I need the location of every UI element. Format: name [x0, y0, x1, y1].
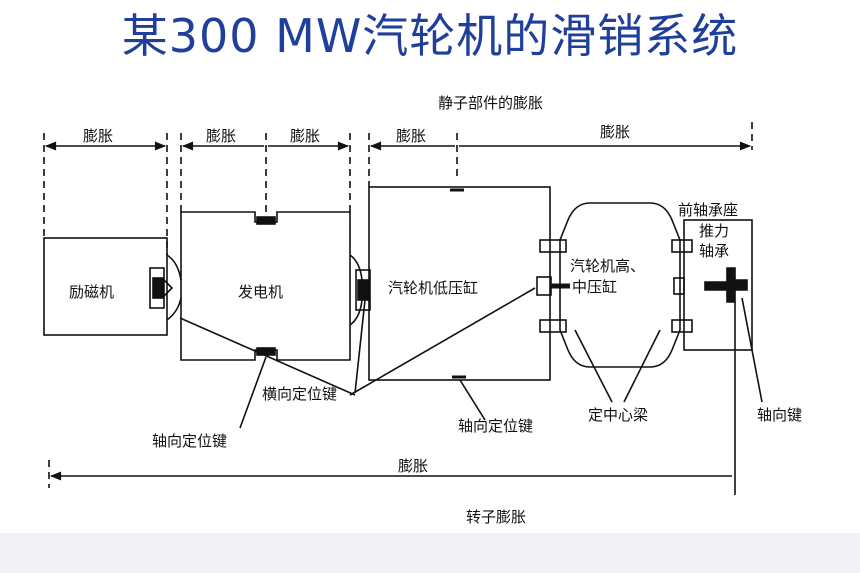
thrust-label-1: 推力 — [699, 222, 729, 240]
exciter-box — [43, 237, 168, 336]
leader-beam-1 — [574, 329, 613, 403]
axial-key-mid-label: 轴向定位键 — [458, 417, 533, 435]
leader-axial-left — [239, 356, 267, 429]
hp-ip-label-2: 中压缸 — [572, 278, 617, 296]
coupling-left-flange — [166, 254, 182, 321]
exp-gen-left-label: 膨胀 — [206, 127, 236, 145]
lp-right-key — [536, 276, 552, 296]
generator-label: 发电机 — [238, 283, 283, 301]
bottom-band — [0, 533, 860, 573]
front-bearing-label: 前轴承座 — [678, 201, 738, 219]
axial-key-left-label: 轴向定位键 — [152, 432, 227, 450]
coupling-left-key — [152, 277, 164, 299]
exp-gen-right-label: 膨胀 — [290, 127, 320, 145]
coupling-mid-key — [357, 279, 369, 301]
leader-axial-mid — [459, 379, 486, 421]
exp-exciter-label: 膨胀 — [83, 127, 113, 145]
coupling-mid-block — [355, 269, 371, 311]
hp-ip-cylinder — [559, 202, 681, 368]
lp-cylinder-box — [368, 186, 551, 381]
exp-rotor-label: 膨胀 — [398, 457, 428, 475]
leader-transverse-2 — [349, 287, 536, 396]
exp-hp-label: 膨胀 — [600, 123, 630, 141]
hp-right-key — [673, 277, 685, 295]
exp-lp-label: 膨胀 — [396, 127, 426, 145]
thrust-key-shape — [704, 267, 748, 303]
hp-ip-label-1: 汽轮机高、 — [570, 257, 645, 275]
coupling-left-block — [149, 267, 165, 309]
static-expansion-label: 静子部件的膨胀 — [438, 94, 543, 112]
axial-key-right-label: 轴向键 — [757, 406, 802, 424]
coupling-left-tip — [163, 279, 174, 297]
lp-cylinder-label: 汽轮机低压缸 — [388, 279, 478, 297]
exciter-label: 励磁机 — [69, 283, 114, 301]
generator-bottom-key — [256, 347, 276, 356]
hp-right-lower-bracket — [671, 319, 693, 333]
coupling-mid-flange — [349, 254, 363, 326]
center-beam-label: 定中心梁 — [588, 406, 648, 424]
transverse-key-label: 横向定位键 — [262, 385, 337, 403]
leader-transverse-3 — [354, 299, 366, 394]
rotor-expansion-label: 转子膨胀 — [466, 508, 526, 526]
leader-beam-2 — [623, 329, 661, 403]
front-bearing-box — [683, 219, 753, 351]
thrust-label-2: 轴承 — [699, 242, 729, 260]
hp-left-upper-bracket — [539, 239, 567, 253]
hp-left-lower-bracket — [539, 319, 567, 333]
generator-box — [180, 211, 351, 361]
hp-right-upper-bracket — [671, 239, 693, 253]
leader-transverse-1 — [179, 317, 356, 396]
leader-axial-right — [741, 297, 763, 403]
generator-top-key — [256, 216, 276, 225]
page-title: 某300 MW汽轮机的滑销系统 — [121, 9, 739, 63]
